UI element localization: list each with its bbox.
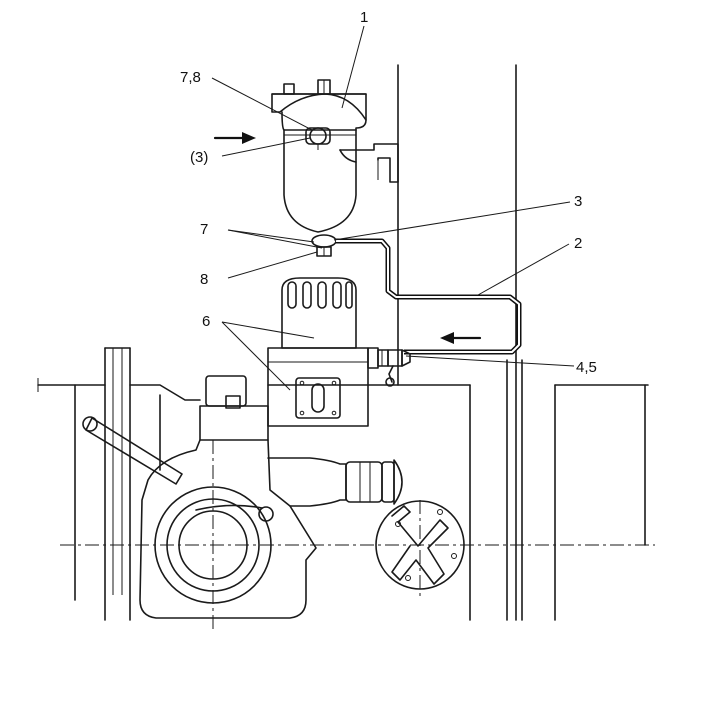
machine-frame xyxy=(37,64,655,630)
label-4-5: 4,5 xyxy=(576,359,597,376)
drain-pipe xyxy=(336,238,522,355)
label-7-8: 7,8 xyxy=(180,69,201,86)
round-cover xyxy=(375,500,465,590)
pump-housing xyxy=(267,277,389,427)
drain-valve xyxy=(385,349,411,387)
flow-arrow xyxy=(440,332,482,344)
label-6: 6 xyxy=(202,313,210,330)
label-1: 1 xyxy=(360,9,368,26)
label-7: 7 xyxy=(200,221,208,238)
label-3-bracketed: (3) xyxy=(190,149,208,166)
label-8: 8 xyxy=(200,271,208,288)
label-2: 2 xyxy=(574,235,582,252)
part-labels: 1 7,8 (3) 3 7 2 8 6 4,5 xyxy=(180,9,597,376)
filter-bowl xyxy=(271,79,399,257)
leader-lines xyxy=(211,25,575,391)
label-3: 3 xyxy=(574,193,582,210)
lower-casing xyxy=(82,375,403,619)
inlet-arrow xyxy=(213,132,256,144)
